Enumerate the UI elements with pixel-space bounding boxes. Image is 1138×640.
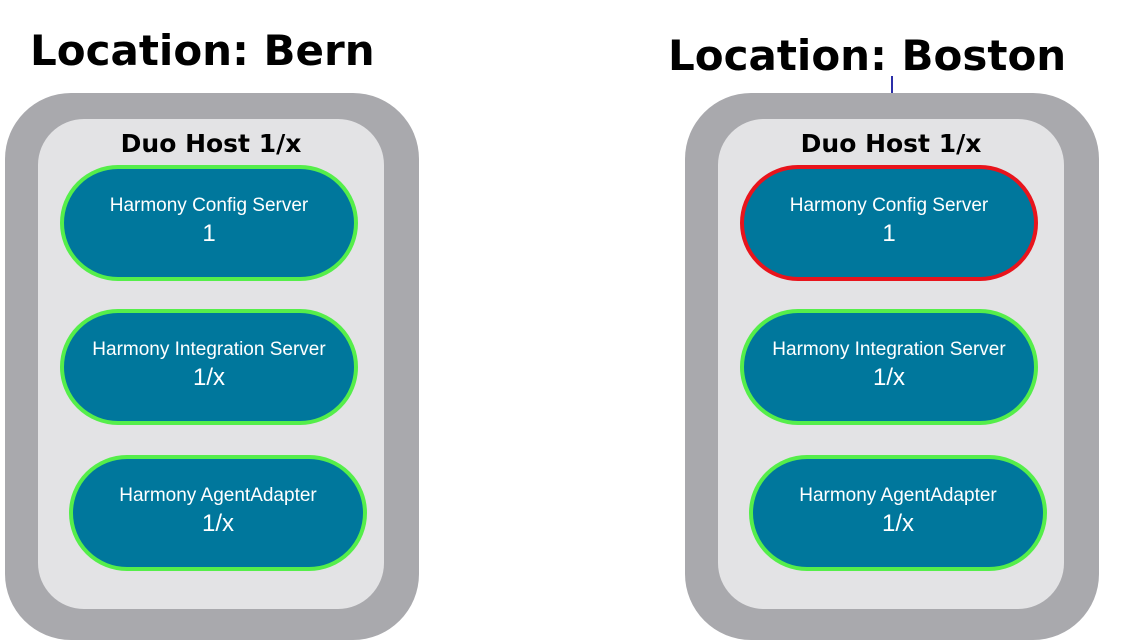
server-count: 1 [882,220,896,247]
server-name: Harmony AgentAdapter [799,485,997,506]
server-count: 1/x [881,510,914,537]
server-name: Harmony Integration Server [92,339,326,360]
server-agent-adapter[interactable]: Harmony AgentAdapter 1/x [749,455,1047,571]
host-title: Duo Host 1/x [800,129,982,158]
server-count: 1/x [192,364,225,391]
server-count: 1 [202,220,216,247]
server-name: Harmony Config Server [109,195,309,216]
server-integration[interactable]: Harmony Integration Server 1/x [740,309,1038,425]
location-group-bern: Duo Host 1/x Harmony Config Server 1 Har… [5,93,419,640]
server-integration[interactable]: Harmony Integration Server 1/x [60,309,358,425]
server-count: 1/x [872,364,905,391]
host-title: Duo Host 1/x [120,129,302,158]
location-title-boston: Location: Boston [668,31,1067,80]
location-title-bern: Location: Bern [30,26,375,75]
server-count: 1/x [201,510,234,537]
server-name: Harmony Integration Server [772,339,1006,360]
server-name: Harmony AgentAdapter [119,485,317,506]
server-agent-adapter[interactable]: Harmony AgentAdapter 1/x [69,455,367,571]
duo-host: Duo Host 1/x Harmony Config Server 1 Har… [38,119,384,609]
location-group-boston: Duo Host 1/x Harmony Config Server 1 Har… [685,93,1099,640]
duo-host: Duo Host 1/x Harmony Config Server 1 Har… [718,119,1064,609]
server-config[interactable]: Harmony Config Server 1 [60,165,358,281]
server-name: Harmony Config Server [789,195,989,216]
server-config[interactable]: Harmony Config Server 1 [740,165,1038,281]
